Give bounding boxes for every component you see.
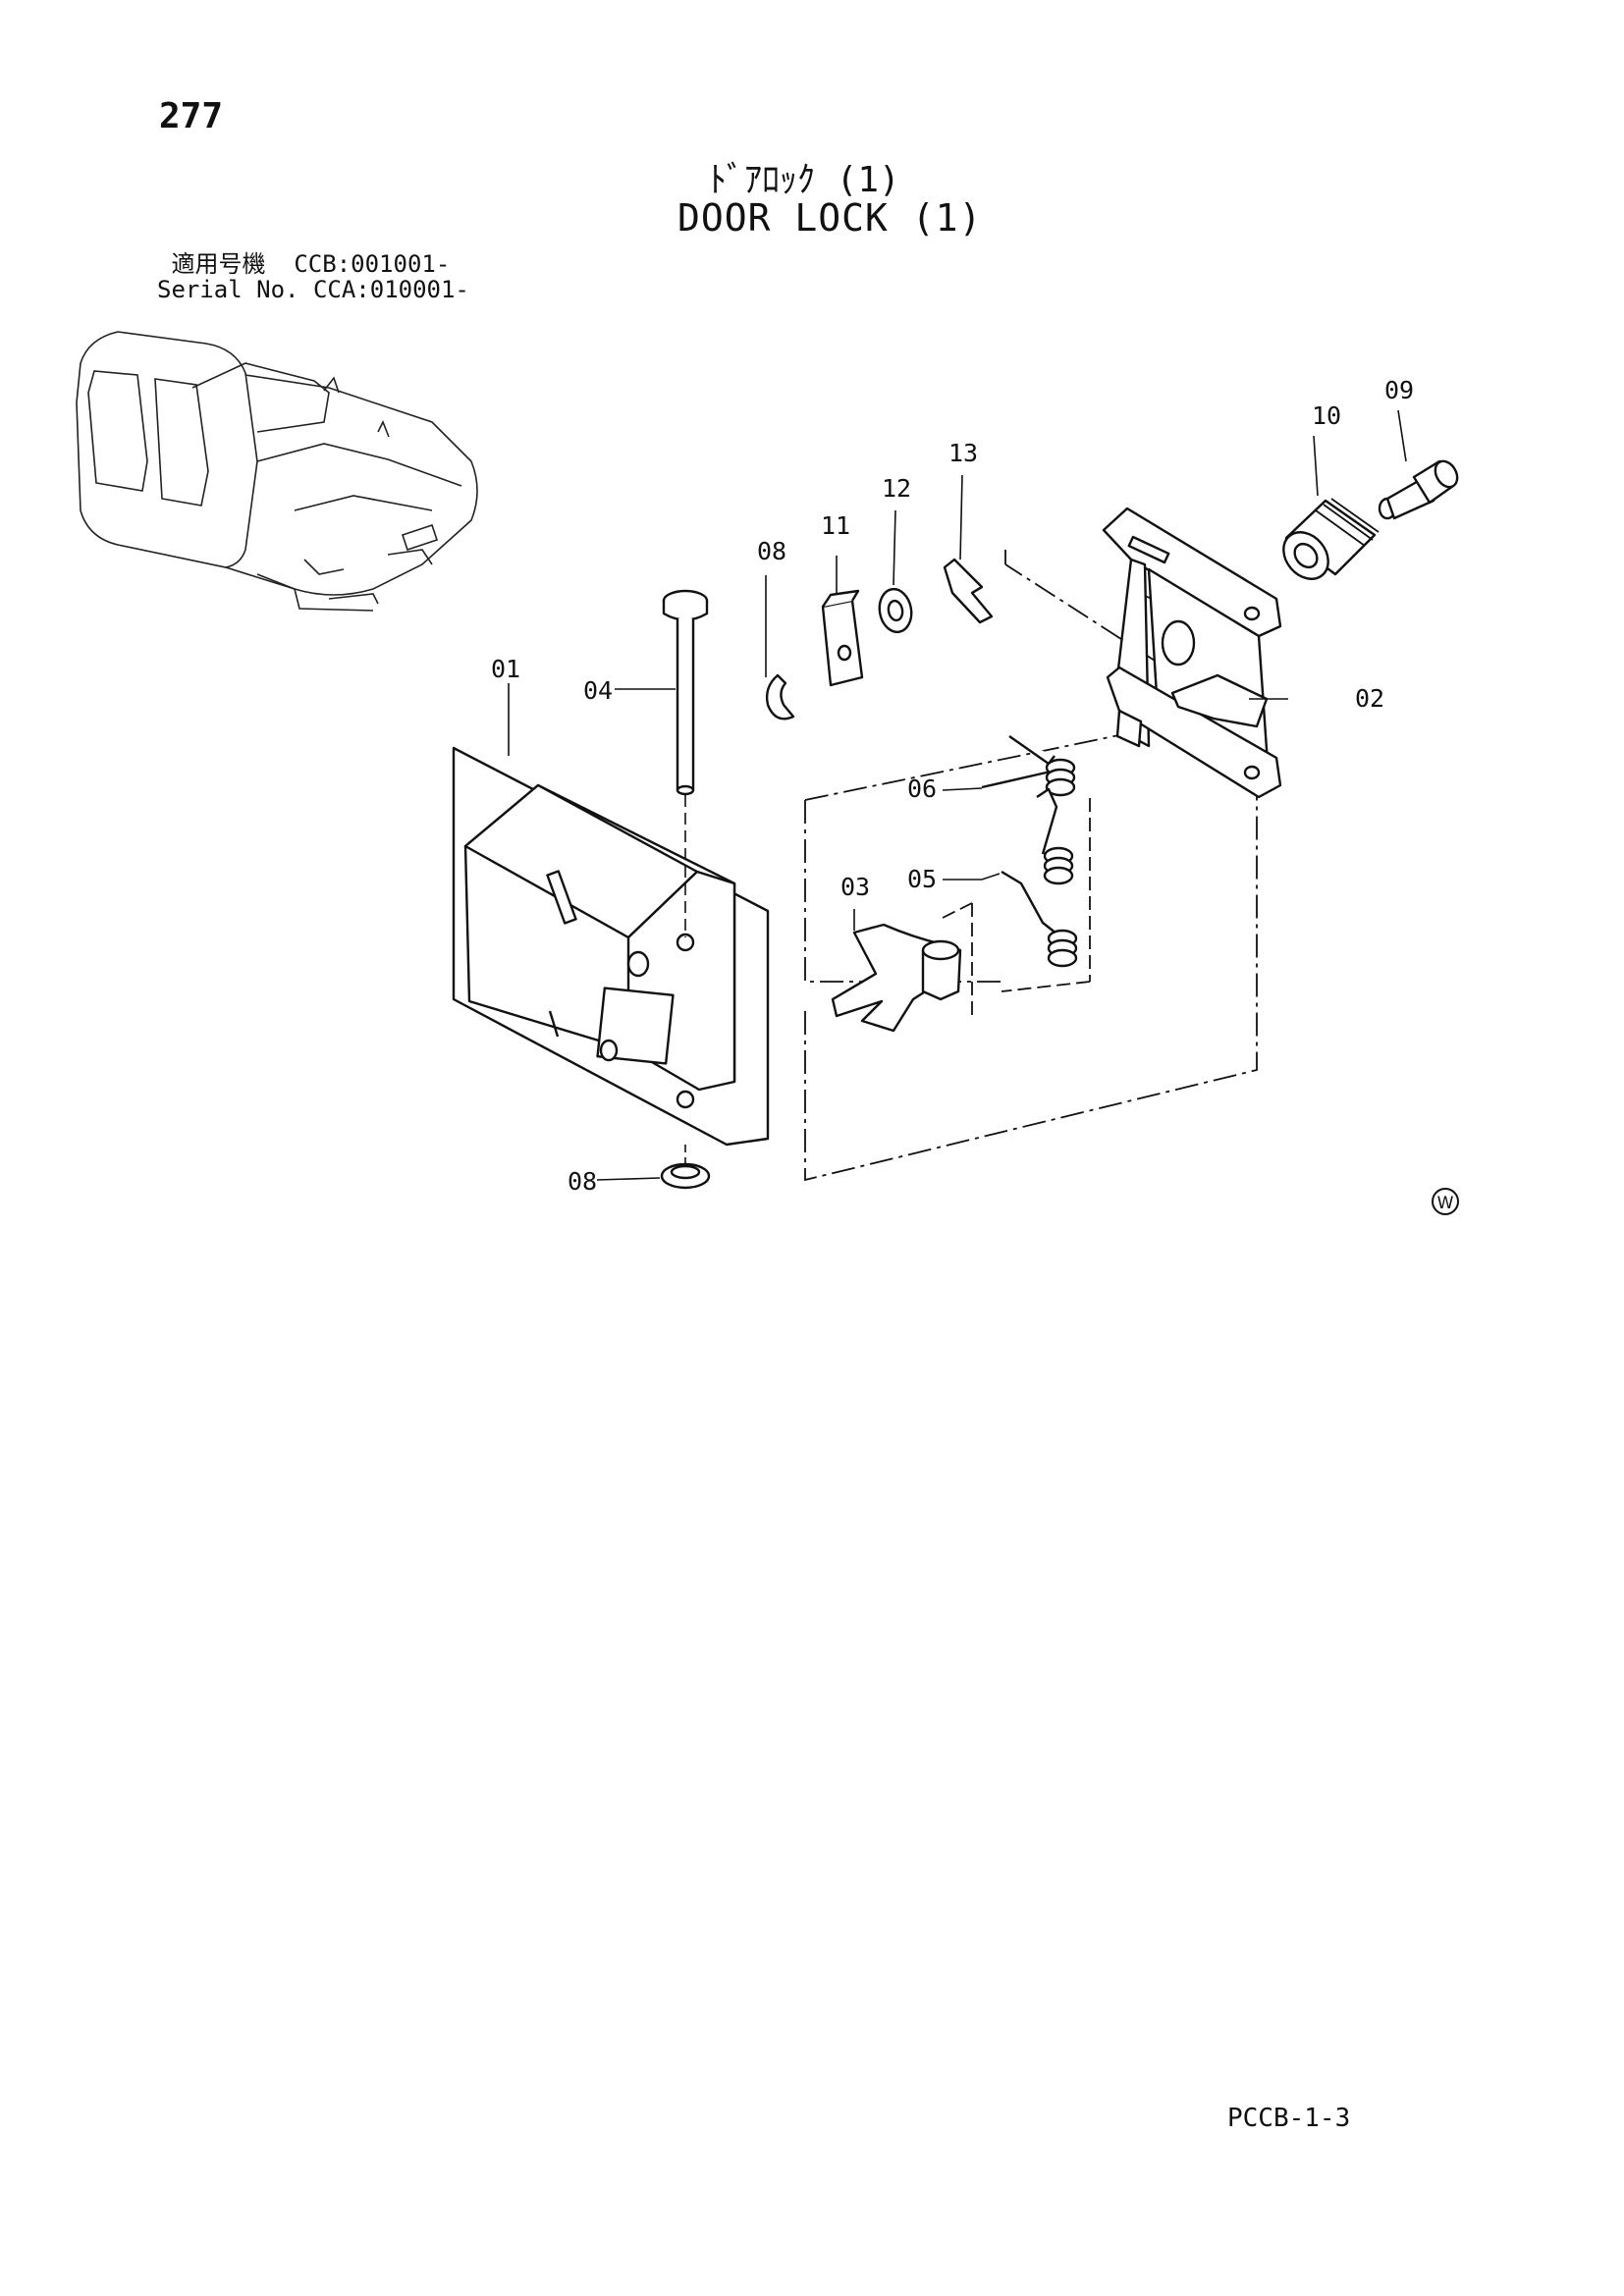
callout-labels: 01 02 03 04 05 06 08 08 09 10 11 12 13: [491, 376, 1414, 1196]
callout-01: 01: [491, 655, 520, 683]
leader-05: [943, 873, 1001, 881]
callout-09: 09: [1384, 376, 1414, 404]
part-04-hinge-pin: [662, 589, 709, 937]
part-09-pin: [1378, 459, 1459, 520]
leader-10: [1313, 435, 1319, 497]
part-10-threaded-bushing: [1282, 498, 1380, 580]
part-13-clip: [943, 558, 994, 624]
callout-12: 12: [882, 474, 911, 503]
leader-13: [959, 474, 963, 561]
serial-number-block: 適用号機 CCB:001001- Serial No. CCA:010001-: [157, 251, 469, 302]
part-05-torsion-spring: [1001, 787, 1078, 968]
leader-lines: [508, 409, 1407, 1181]
leader-09: [1397, 409, 1407, 462]
callout-03: 03: [840, 873, 870, 901]
part-11-plate: [821, 589, 864, 687]
callout-11: 11: [821, 511, 850, 540]
part-08-e-ring-upper: [765, 673, 795, 721]
page-number: 277: [159, 96, 224, 136]
callout-05: 05: [907, 865, 937, 893]
part-02-bracket: [1102, 507, 1282, 799]
document-code: PCCB-1-3: [1227, 2104, 1351, 2133]
serial-line-serial-no: Serial No. CCA:010001-: [157, 276, 469, 303]
machine-location-thumbnail: [76, 331, 478, 612]
leader-06: [942, 787, 983, 791]
part-03-latch-pawl: [831, 923, 962, 1033]
serial-line-applicable: 適用号機 CCB:001001-: [157, 250, 451, 278]
part-06-torsion-spring: [981, 735, 1076, 797]
callout-02: 02: [1355, 684, 1384, 713]
callout-10: 10: [1312, 401, 1341, 430]
region-mark: W: [1432, 1188, 1459, 1215]
title-japanese: ﾄﾞｱﾛｯｸ (1): [709, 160, 900, 200]
callout-08-upper: 08: [757, 537, 786, 565]
callout-13: 13: [948, 439, 978, 467]
callout-08-lower: 08: [568, 1167, 597, 1196]
callout-04: 04: [583, 676, 613, 705]
leader-12: [893, 509, 896, 586]
title-english: DOOR LOCK (1): [677, 196, 983, 240]
callout-06: 06: [907, 774, 937, 803]
region-mark-letter: W: [1437, 1194, 1454, 1213]
part-08-e-ring-lower: [660, 1145, 711, 1190]
part-12-washer: [878, 587, 913, 634]
leader-08-lower: [596, 1177, 661, 1181]
part-01-lock-housing: [452, 746, 770, 1147]
